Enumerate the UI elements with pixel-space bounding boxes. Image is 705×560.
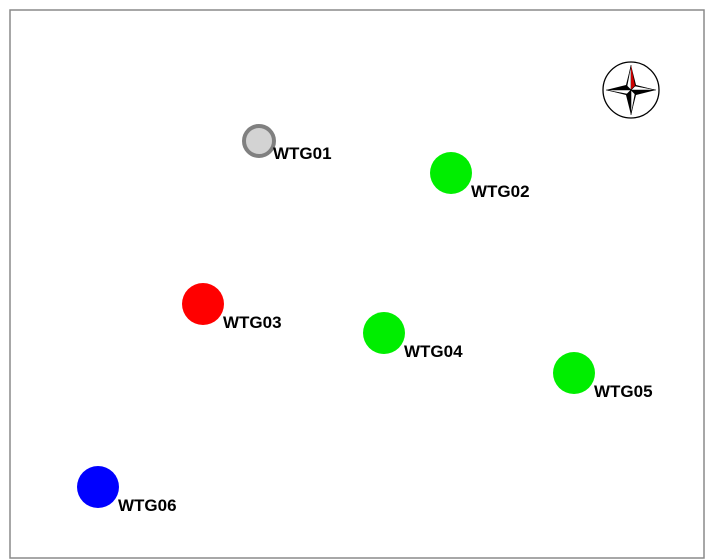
map-frame	[9, 9, 705, 559]
turbine-wtg06[interactable]: WTG06	[77, 466, 177, 515]
turbine-marker[interactable]	[182, 283, 224, 325]
turbine-marker[interactable]	[430, 152, 472, 194]
turbine-marker[interactable]	[363, 312, 405, 354]
compass-rose-icon	[602, 61, 660, 119]
turbine-label: WTG03	[223, 313, 282, 332]
turbine-wtg01[interactable]: WTG01	[242, 124, 332, 163]
turbine-label: WTG02	[471, 182, 530, 201]
turbine-marker[interactable]	[77, 466, 119, 508]
turbine-wtg02[interactable]: WTG02	[430, 152, 530, 201]
turbine-marker[interactable]	[242, 124, 276, 158]
turbine-label: WTG05	[594, 382, 653, 401]
turbine-label: WTG06	[118, 496, 177, 515]
turbine-marker[interactable]	[553, 352, 595, 394]
turbine-wtg04[interactable]: WTG04	[363, 312, 463, 361]
turbine-label: WTG04	[404, 342, 463, 361]
turbine-wtg05[interactable]: WTG05	[553, 352, 653, 401]
turbine-label: WTG01	[273, 144, 332, 163]
turbine-wtg03[interactable]: WTG03	[182, 283, 282, 332]
